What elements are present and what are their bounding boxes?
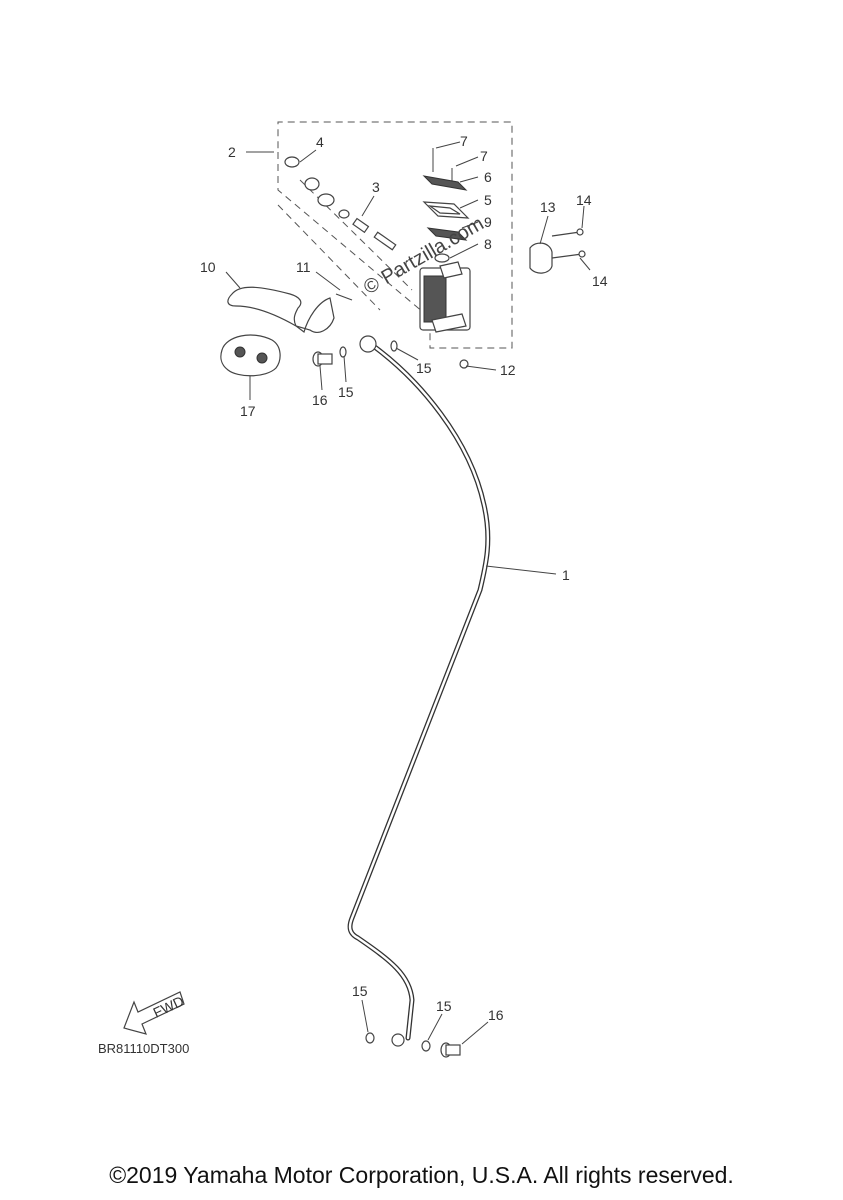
- master-cylinder-body: [419, 261, 471, 333]
- callout-11: 11: [296, 259, 311, 275]
- fwd-label: FWD: [151, 993, 187, 1021]
- copyright-notice: ©2019 Yamaha Motor Corporation, U.S.A. A…: [109, 1162, 734, 1188]
- callout-15d: 15: [436, 998, 452, 1014]
- callout-7a: 7: [460, 133, 468, 149]
- lower-banjo-fittings: [365, 1032, 461, 1058]
- callout-16b: 16: [488, 1007, 504, 1023]
- callout-8: 8: [484, 236, 492, 252]
- callout-2: 2: [228, 144, 236, 160]
- diagram-code: BR81110DT300: [98, 1041, 190, 1056]
- brake-lever: [227, 286, 353, 334]
- callout-4: 4: [316, 134, 324, 150]
- handlebar-bracket: [529, 228, 586, 274]
- callout-13: 13: [540, 199, 556, 215]
- callout-1: 1: [562, 567, 570, 583]
- callout-15a: 15: [416, 360, 432, 376]
- callout-17: 17: [240, 403, 256, 419]
- leader-lines: [225, 141, 591, 1045]
- callout-5: 5: [484, 192, 492, 208]
- callout-15c: 15: [352, 983, 368, 999]
- callout-7b: 7: [480, 148, 488, 164]
- callout-15b: 15: [338, 384, 354, 400]
- callout-9: 9: [484, 214, 492, 230]
- piston-kit: [284, 156, 397, 251]
- fwd-arrow-icon: FWD: [123, 991, 187, 1035]
- callout-12: 12: [500, 362, 516, 378]
- callout-3: 3: [372, 179, 380, 195]
- callout-14b: 14: [592, 273, 608, 289]
- upper-banjo-fittings: [312, 340, 469, 369]
- callout-10: 10: [200, 259, 216, 275]
- brake-hose: [347, 335, 491, 1047]
- callout-labels: 1 2 3 4 5 6 7 7 8 9 10 11 12 13 14 14 15…: [200, 133, 608, 1023]
- callout-6: 6: [484, 169, 492, 185]
- callout-14a: 14: [576, 192, 592, 208]
- callout-16a: 16: [312, 392, 328, 408]
- reservoir-cap-stack: [422, 148, 470, 263]
- master-cylinder-clamp: [220, 334, 281, 377]
